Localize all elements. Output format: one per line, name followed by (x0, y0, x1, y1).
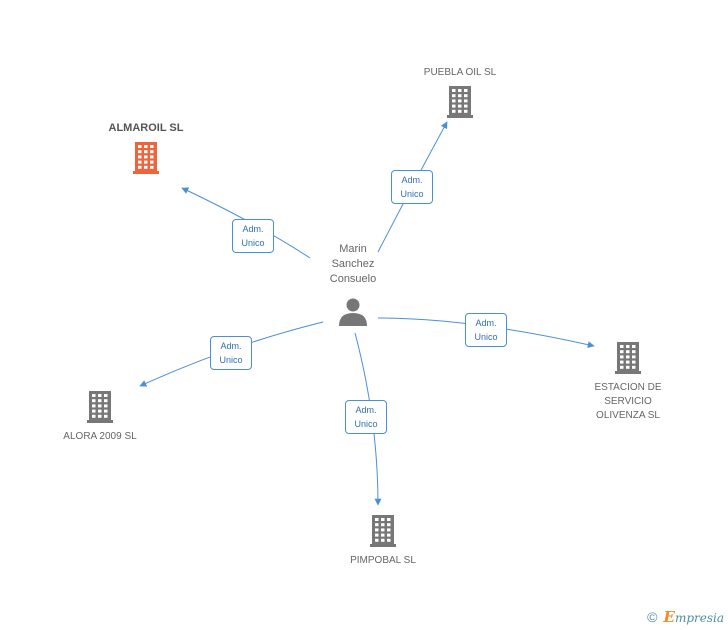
building-icon-puebla-oil[interactable] (447, 86, 473, 118)
role-badge-text: Unico (400, 189, 424, 199)
role-badge-text: Adm. (401, 175, 423, 185)
company-label-almaroil[interactable]: ALMAROIL SL (109, 121, 184, 135)
company-label-line: SERVICIO (604, 396, 652, 407)
person-icon[interactable] (339, 298, 367, 327)
role-badge-text: Adm. (475, 318, 497, 328)
brand-footer: © Empresia (647, 608, 724, 626)
company-label-estacion[interactable]: ESTACION DE SERVICIO OLIVENZA SL (594, 381, 661, 423)
building-icon-estacion[interactable] (615, 342, 641, 374)
copyright-icon: © (647, 609, 658, 625)
company-label-line: PIMPOBAL SL (350, 555, 416, 566)
company-label-puebla-oil[interactable]: PUEBLA OIL SL (424, 66, 496, 80)
role-badge-text: Adm. (355, 405, 377, 415)
role-badge-alora[interactable]: Adm. Unico (210, 336, 252, 370)
role-badge-text: Unico (354, 419, 378, 429)
role-badge-text: Unico (474, 332, 498, 342)
building-icon-almaroil[interactable] (133, 142, 159, 174)
company-label-line: ALORA 2009 SL (63, 431, 137, 442)
role-badge-text: Unico (241, 238, 265, 248)
person-label-line: Sanchez (331, 258, 375, 270)
company-label-line: ALMAROIL SL (108, 122, 184, 134)
role-badge-almaroil[interactable]: Adm. Unico (232, 219, 274, 253)
building-icon-pimpobal[interactable] (370, 515, 396, 547)
role-badge-text: Adm. (242, 224, 264, 234)
building-icon-alora[interactable] (87, 391, 113, 423)
company-label-line: PUEBLA OIL SL (423, 67, 497, 78)
role-badge-pimpobal[interactable]: Adm. Unico (345, 400, 387, 434)
company-label-line: OLIVENZA SL (596, 410, 660, 421)
brand-logo: Empresia (663, 608, 725, 626)
company-label-line: ESTACION DE (594, 382, 662, 393)
role-badge-text: Adm. (220, 341, 242, 351)
company-label-pimpobal[interactable]: PIMPOBAL SL (350, 554, 416, 568)
person-label-line: Marin (339, 243, 367, 255)
role-badge-text: Unico (219, 355, 243, 365)
company-label-alora[interactable]: ALORA 2009 SL (63, 430, 136, 444)
role-badge-estacion[interactable]: Adm. Unico (465, 313, 507, 347)
role-badge-puebla-oil[interactable]: Adm. Unico (391, 170, 433, 204)
person-label-line: Consuelo (329, 273, 377, 285)
